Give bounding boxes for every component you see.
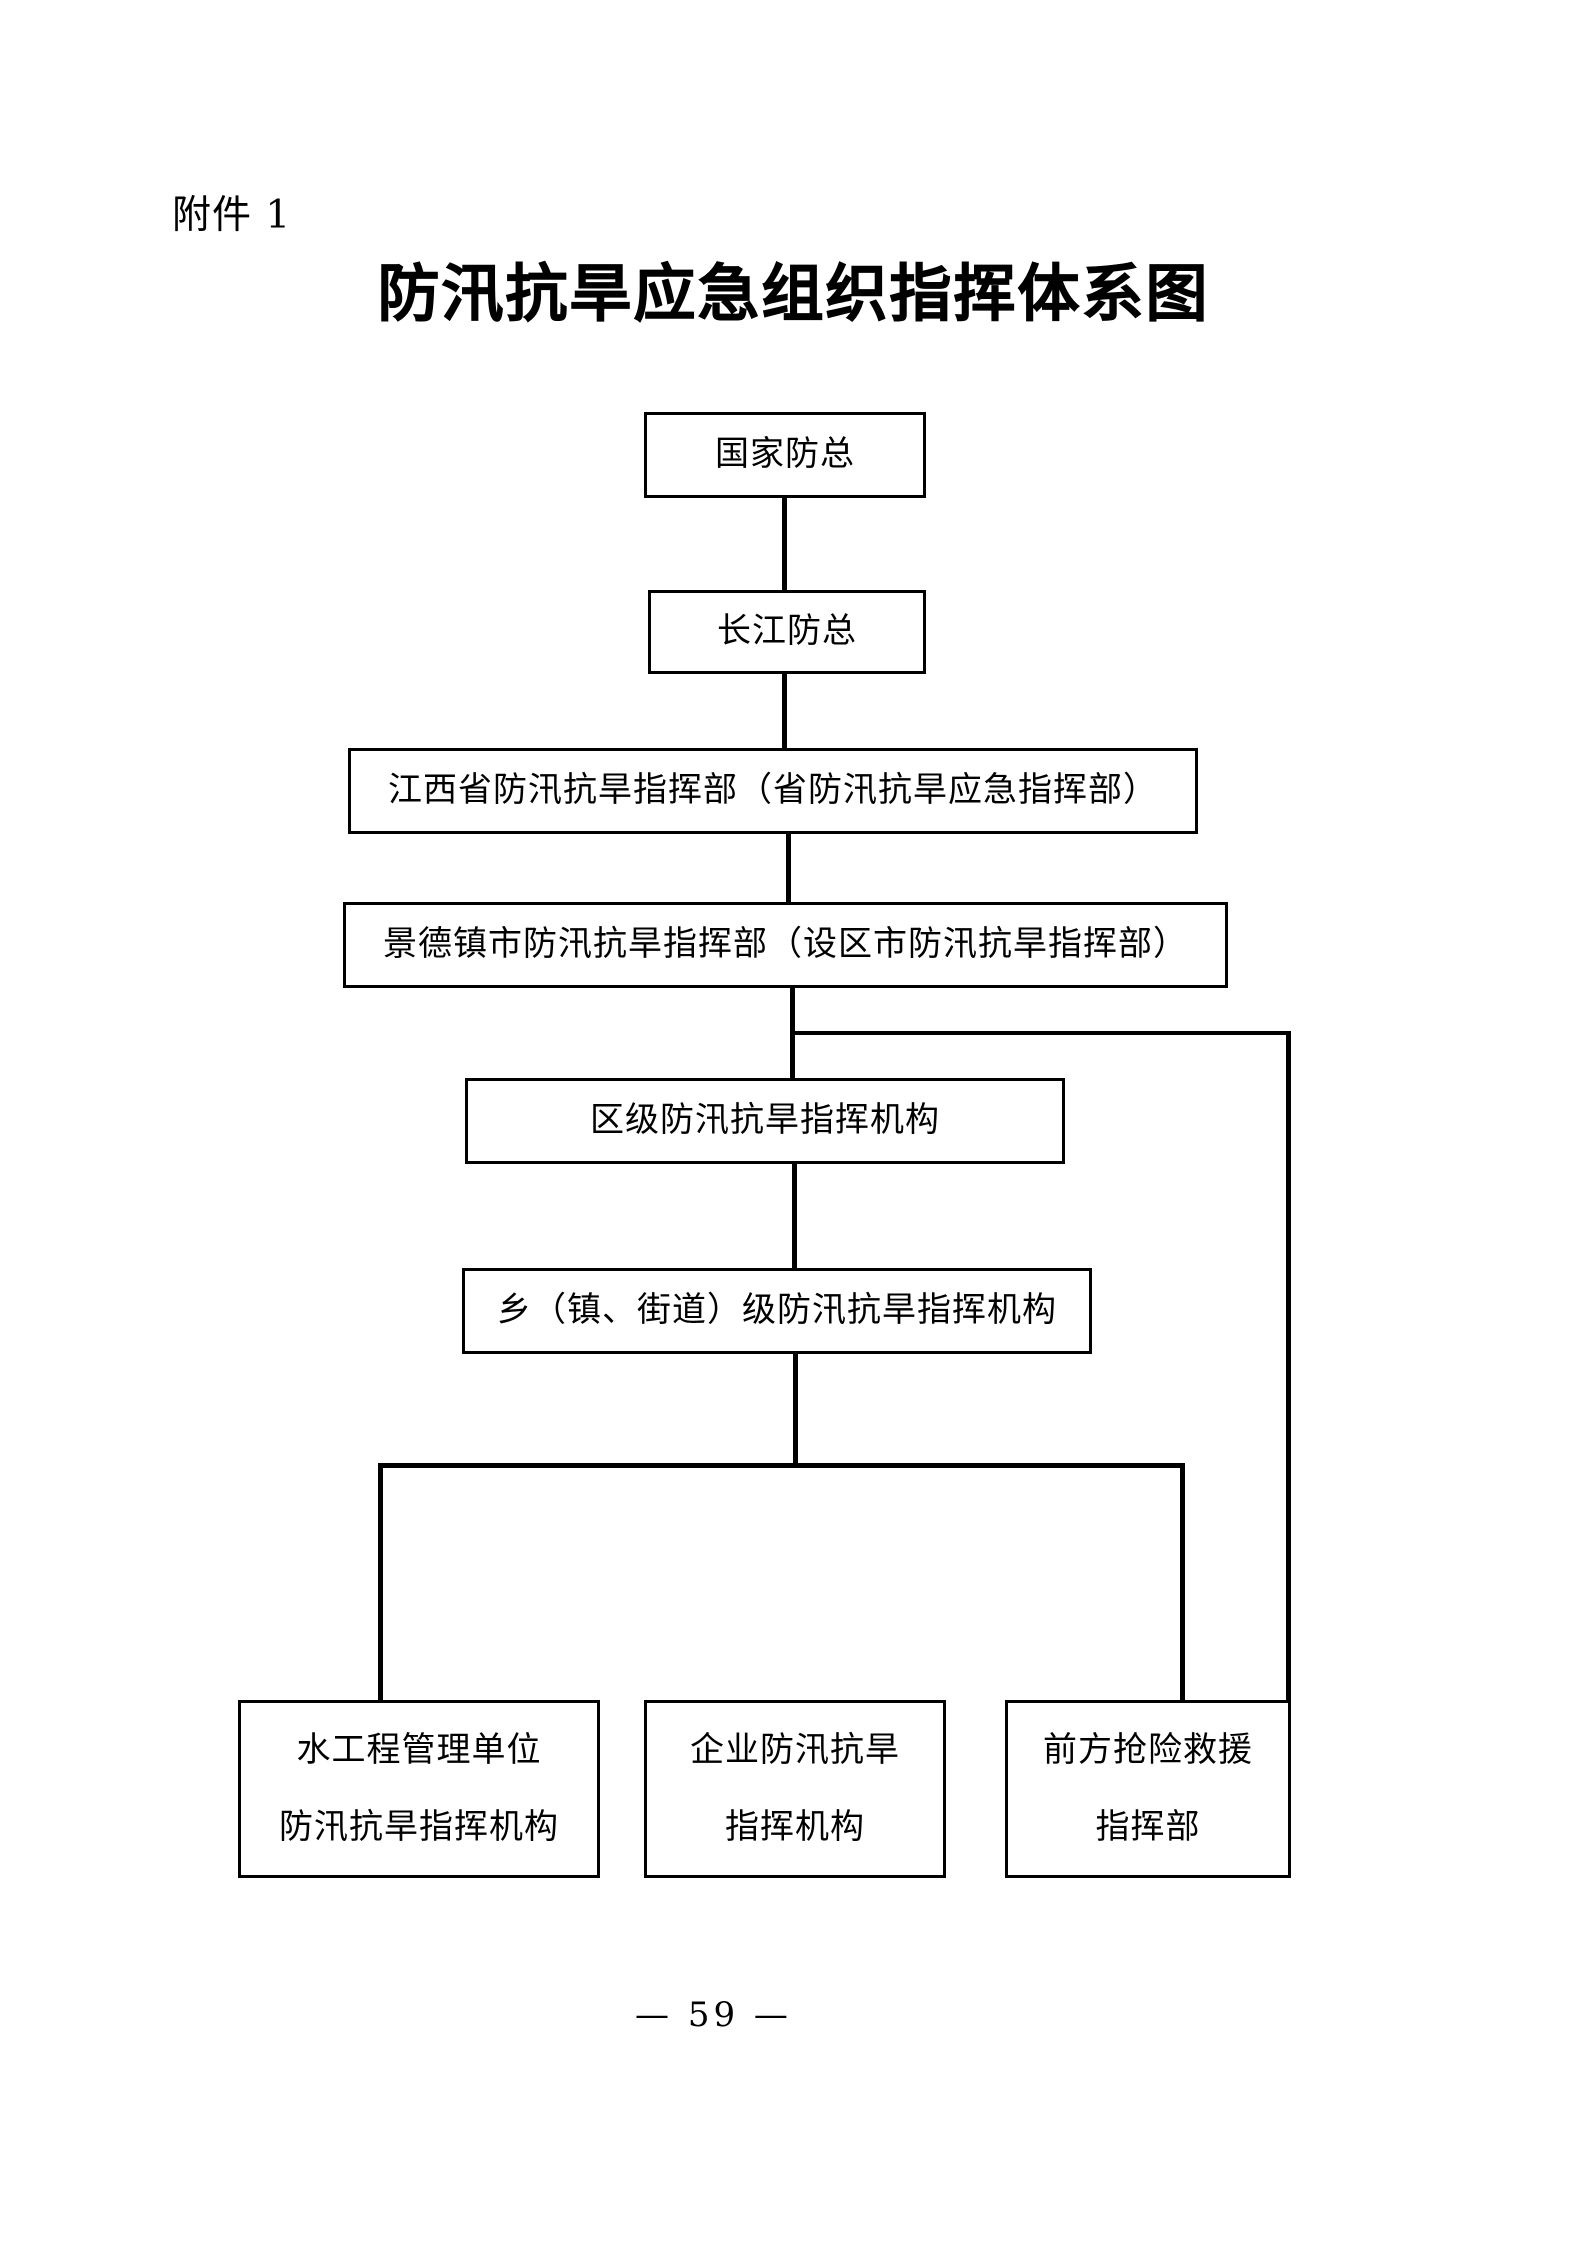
edge-right-outer-vertical [1286, 1031, 1291, 1702]
node-jingdezhen-shi-zhihuibu[interactable]: 景德镇市防汛抗旱指挥部（设区市防汛抗旱指挥部） [343, 902, 1228, 988]
node-label-line1: 企业防汛抗旱 [690, 1729, 900, 1770]
node-qianfang-qiangxian-jiuyuan[interactable]: 前方抢险救援 指挥部 [1005, 1700, 1291, 1878]
edge-bus-to-shuigongcheng [378, 1463, 383, 1702]
edge-jingdezhen-branch-horizontal [790, 1031, 1290, 1035]
node-guojia-fangzong[interactable]: 国家防总 [644, 412, 926, 498]
node-label: 长江防总 [717, 611, 857, 652]
node-jiangxi-sheng-zhihuibu[interactable]: 江西省防汛抗旱指挥部（省防汛抗旱应急指挥部） [348, 748, 1198, 834]
node-label: 区级防汛抗旱指挥机构 [590, 1100, 940, 1141]
edge-jiangxi-to-jingdezhen [786, 834, 791, 904]
edge-changjiang-to-jiangxi [782, 674, 787, 750]
node-shuigongcheng-guanli-danwei[interactable]: 水工程管理单位 防汛抗旱指挥机构 [238, 1700, 600, 1878]
node-qiye-fangxun-kanghan[interactable]: 企业防汛抗旱 指挥机构 [644, 1700, 946, 1878]
node-label-line1: 前方抢险救援 [1043, 1729, 1253, 1770]
node-qu-ji-zhihui-jigou[interactable]: 区级防汛抗旱指挥机构 [465, 1078, 1065, 1164]
edge-guojia-to-changjiang [782, 498, 787, 592]
page-number-footer: — 59 — [635, 1995, 792, 2035]
edge-bottom-bus-horizontal [378, 1463, 1185, 1468]
node-label: 景德镇市防汛抗旱指挥部（设区市防汛抗旱指挥部） [383, 924, 1188, 965]
edge-qu-to-xiang [792, 1164, 797, 1270]
attachment-label: 附件 1 [172, 193, 292, 238]
node-label-line2: 防汛抗旱指挥机构 [279, 1807, 559, 1847]
edge-bus-to-qianfang [1180, 1463, 1185, 1702]
node-label-line2: 指挥机构 [725, 1807, 865, 1847]
edge-xiang-to-bus [793, 1354, 798, 1466]
node-changjiang-fangzong[interactable]: 长江防总 [648, 590, 926, 674]
node-label: 乡（镇、街道）级防汛抗旱指挥机构 [497, 1290, 1057, 1331]
node-label: 江西省防汛抗旱指挥部（省防汛抗旱应急指挥部） [388, 770, 1158, 811]
page-title: 防汛抗旱应急组织指挥体系图 [377, 257, 1210, 331]
node-xiang-zhen-jiedao-zhihui-jigou[interactable]: 乡（镇、街道）级防汛抗旱指挥机构 [462, 1268, 1092, 1354]
node-label: 国家防总 [715, 434, 855, 475]
node-label-line2: 指挥部 [1095, 1807, 1201, 1847]
node-label-line1: 水工程管理单位 [296, 1729, 542, 1770]
